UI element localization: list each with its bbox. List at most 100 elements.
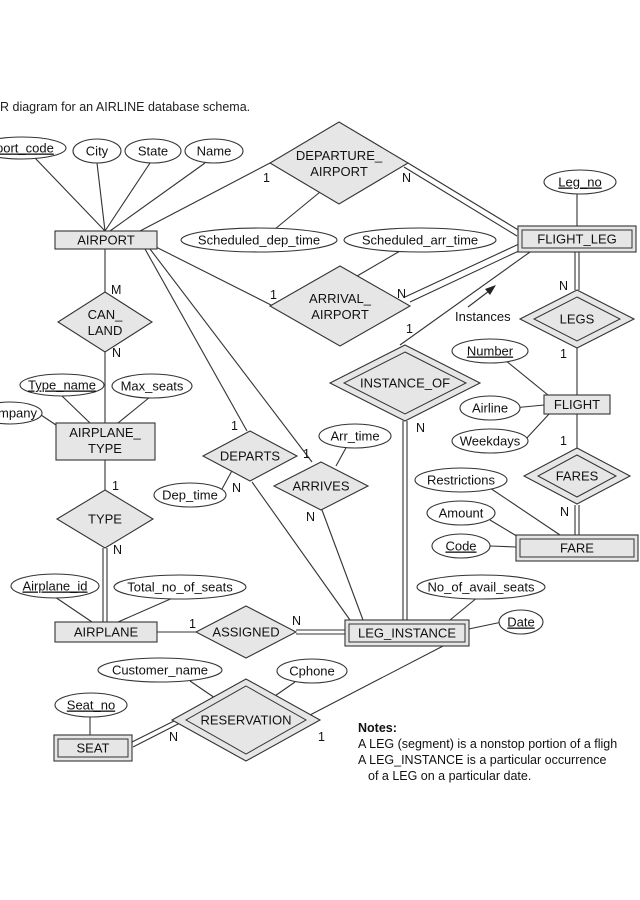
attr-weekdays-label: Weekdays bbox=[460, 434, 521, 449]
entity-airplane-label: AIRPLANE bbox=[74, 625, 139, 640]
entity-airport-label: AIRPORT bbox=[77, 233, 135, 248]
entity-seat-label: SEAT bbox=[77, 741, 110, 756]
attr-scheduled-arr-time: Scheduled_arr_time bbox=[343, 227, 497, 253]
attr-name-label: Name bbox=[197, 144, 232, 159]
attr-date-label: Date bbox=[507, 615, 534, 630]
card-type-1: 1 bbox=[112, 479, 119, 493]
notes-title: Notes: bbox=[358, 721, 397, 735]
attr-seat-no-label: Seat_no bbox=[67, 698, 115, 713]
attr-restrictions: Restrictions bbox=[414, 467, 508, 493]
entity-airplane-type-label-2: TYPE bbox=[88, 441, 122, 456]
rel-arrival-airport: ARRIVAL_ AIRPORT bbox=[268, 265, 412, 347]
rel-instance-of-label: INSTANCE_OF bbox=[360, 376, 450, 391]
attr-code: Code bbox=[431, 533, 491, 559]
card-legs-1: 1 bbox=[560, 347, 567, 361]
notes: Notes: A LEG (segment) is a nonstop port… bbox=[358, 720, 617, 784]
attr-airport-code: port_code bbox=[0, 136, 67, 160]
attr-total-no-of-seats: Total_no_of_seats bbox=[113, 574, 247, 600]
rel-assigned-label: ASSIGNED bbox=[212, 625, 279, 640]
attr-restrictions-label: Restrictions bbox=[427, 473, 495, 488]
instances-arrow: Instances bbox=[455, 285, 511, 324]
attr-airplane-id-label: Airplane_id bbox=[22, 579, 87, 594]
card-arr-airport-n: N bbox=[397, 287, 406, 301]
card-arrives-1: 1 bbox=[303, 447, 310, 461]
rel-departure-airport-label-1: DEPARTURE_ bbox=[296, 148, 383, 163]
card-instance-of-1: 1 bbox=[406, 322, 413, 336]
attr-amount: Amount bbox=[426, 500, 496, 526]
instances-label: Instances bbox=[455, 309, 511, 324]
attr-cphone: Cphone bbox=[276, 658, 348, 684]
cardinality-labels: 1 N 1 N M N N 1 1 N 1 N 1 N 1 N 1 N 1 N … bbox=[111, 171, 569, 744]
entity-fare-label: FARE bbox=[560, 541, 594, 556]
attr-customer-name-label: Customer_name bbox=[112, 663, 208, 678]
attr-type-name: Type_name bbox=[19, 373, 105, 397]
rel-reservation-label: RESERVATION bbox=[200, 713, 291, 728]
rel-instance-of: INSTANCE_OF bbox=[328, 344, 482, 422]
rel-legs-label: LEGS bbox=[560, 312, 595, 327]
rel-departure-airport: DEPARTURE_ AIRPORT bbox=[268, 121, 410, 205]
attr-state-label: State bbox=[138, 144, 168, 159]
rel-type: TYPE bbox=[55, 489, 155, 549]
rel-can-land-label-2: LAND bbox=[88, 323, 123, 338]
attr-type-name-label: Type_name bbox=[28, 378, 96, 393]
attr-amount-label: Amount bbox=[439, 506, 484, 521]
attr-city: City bbox=[72, 138, 122, 164]
attr-total-no-of-seats-label: Total_no_of_seats bbox=[127, 580, 233, 595]
attr-leg-no-label: Leg_no bbox=[558, 175, 601, 190]
attr-dep-time: Dep_time bbox=[153, 482, 227, 508]
rel-fares-label: FARES bbox=[556, 469, 599, 484]
attr-airport-code-label: port_code bbox=[0, 141, 54, 156]
rel-can-land-label-1: CAN_ bbox=[88, 307, 123, 322]
card-assigned-1: 1 bbox=[189, 617, 196, 631]
card-fares-n: N bbox=[560, 505, 569, 519]
card-can-land-m: M bbox=[111, 283, 121, 297]
attr-customer-name: Customer_name bbox=[97, 657, 223, 683]
rel-type-label: TYPE bbox=[88, 512, 122, 527]
attr-name: Name bbox=[184, 138, 244, 164]
rel-arrival-airport-label-1: ARRIVAL_ bbox=[309, 291, 372, 306]
card-departs-n: N bbox=[232, 481, 241, 495]
card-dep-airport-1: 1 bbox=[263, 171, 270, 185]
entity-airplane-type: AIRPLANE_ TYPE bbox=[55, 422, 156, 461]
rel-assigned: ASSIGNED bbox=[194, 605, 298, 659]
card-departs-1: 1 bbox=[231, 419, 238, 433]
entity-leg-instance-label: LEG_INSTANCE bbox=[358, 626, 456, 641]
attr-number: Number bbox=[451, 338, 529, 364]
card-legs-n: N bbox=[559, 279, 568, 293]
card-type-n: N bbox=[113, 543, 122, 557]
attr-state: State bbox=[124, 138, 182, 164]
attr-city-label: City bbox=[86, 144, 109, 159]
card-reservation-1: 1 bbox=[318, 730, 325, 744]
attr-max-seats-label: Max_seats bbox=[121, 379, 184, 394]
attr-max-seats: Max_seats bbox=[111, 373, 193, 399]
rel-departs: DEPARTS bbox=[201, 430, 299, 482]
attr-scheduled-dep-time: Scheduled_dep_time bbox=[180, 227, 338, 253]
attr-leg-no: Leg_no bbox=[543, 169, 617, 195]
card-instance-of-n: N bbox=[416, 421, 425, 435]
attr-company-label: mpany bbox=[0, 406, 38, 421]
rel-reservation: RESERVATION bbox=[170, 678, 322, 762]
rel-legs: LEGS bbox=[518, 289, 636, 349]
figure-caption: R diagram for an AIRLINE database schema… bbox=[0, 100, 251, 114]
rel-arrives-label: ARRIVES bbox=[292, 479, 349, 494]
card-fares-1: 1 bbox=[560, 434, 567, 448]
rel-departs-label: DEPARTS bbox=[220, 449, 281, 464]
rel-fares: FARES bbox=[522, 447, 632, 505]
attr-date: Date bbox=[498, 609, 544, 635]
rel-arrival-airport-label-2: AIRPORT bbox=[311, 307, 369, 322]
attr-weekdays: Weekdays bbox=[451, 428, 529, 454]
entity-flight-leg: FLIGHT_LEG bbox=[517, 225, 637, 253]
card-arrives-n: N bbox=[306, 510, 315, 524]
rel-departure-airport-label-2: AIRPORT bbox=[310, 164, 368, 179]
attr-arr-time-label: Arr_time bbox=[330, 429, 379, 444]
attr-no-of-avail-seats: No_of_avail_seats bbox=[416, 574, 546, 600]
attr-airline: Airline bbox=[459, 395, 521, 421]
card-assigned-n: N bbox=[292, 614, 301, 628]
entity-airport: AIRPORT bbox=[54, 230, 158, 250]
entity-flight-label: FLIGHT bbox=[554, 397, 600, 412]
attr-cphone-label: Cphone bbox=[289, 664, 335, 679]
connection-lines bbox=[34, 157, 580, 748]
entity-fare: FARE bbox=[515, 534, 639, 562]
attr-code-label: Code bbox=[445, 539, 476, 554]
